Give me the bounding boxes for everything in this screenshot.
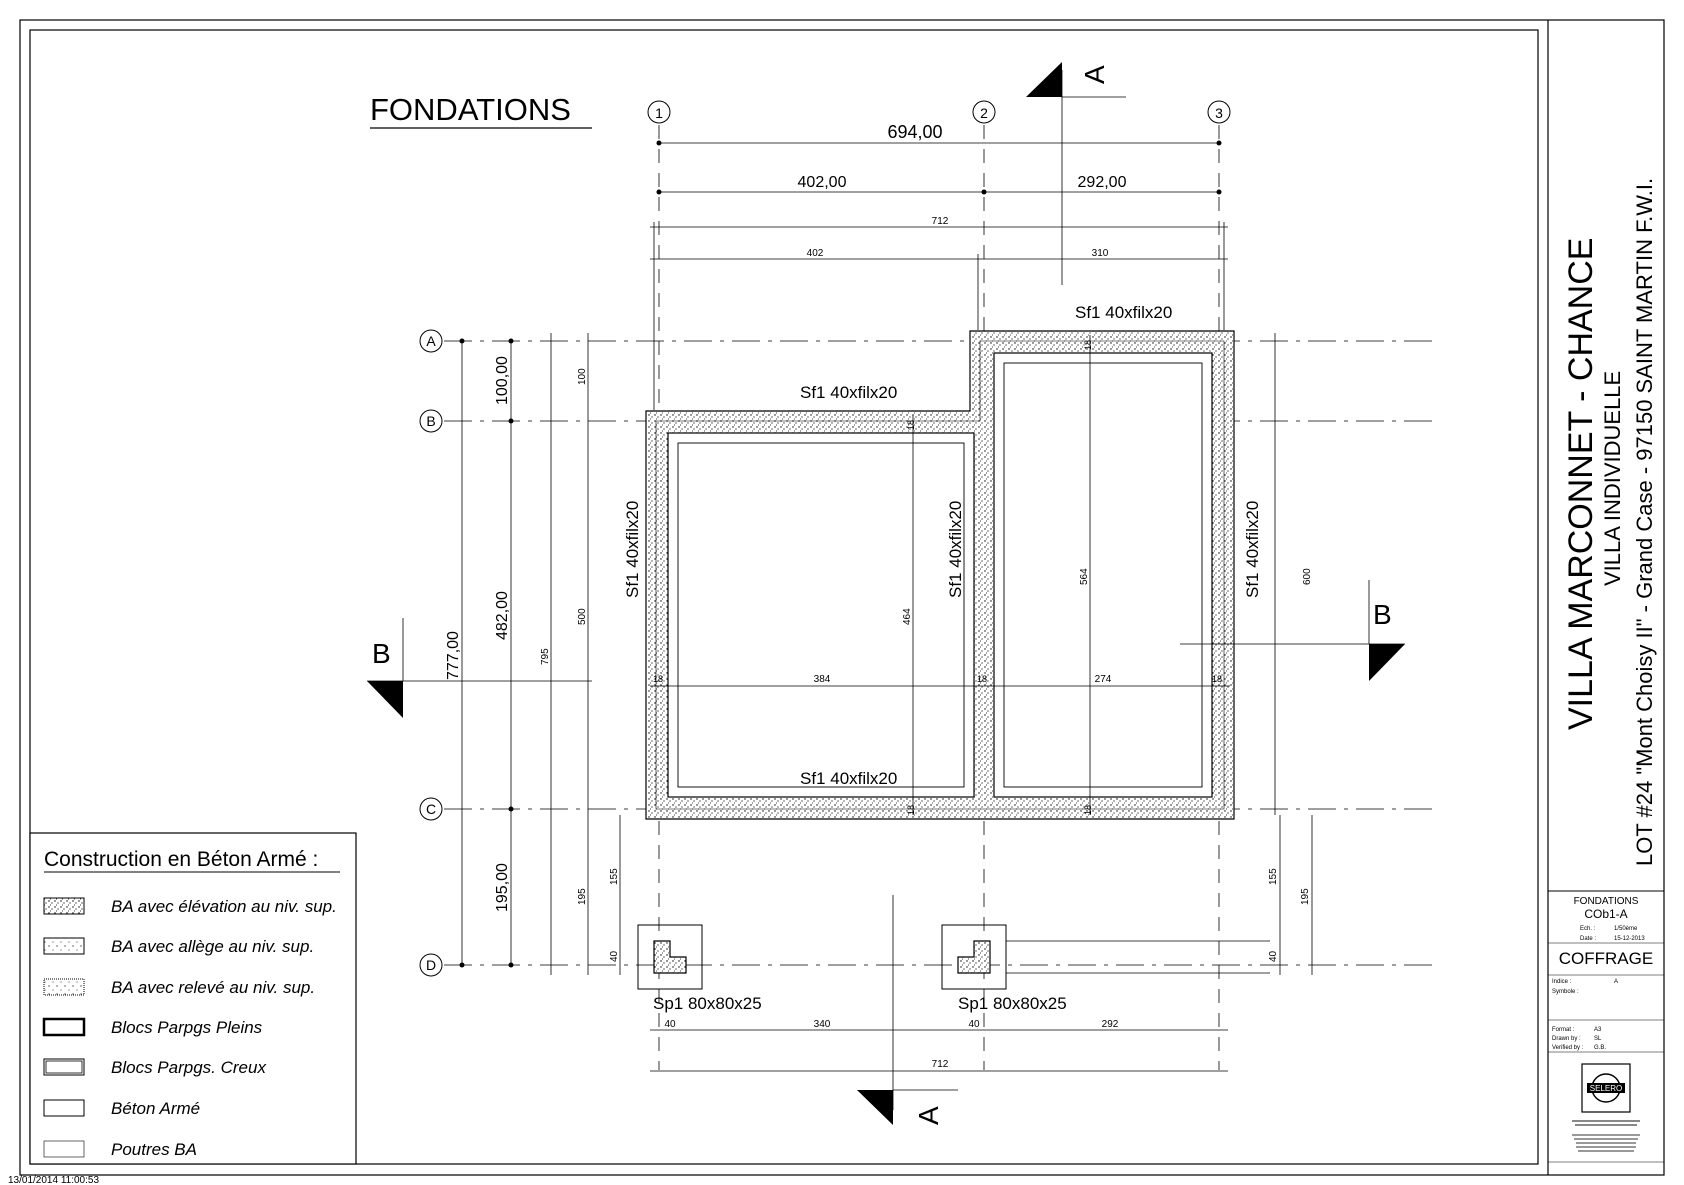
footing-label-bottom: Sf1 40xfilx20 — [800, 769, 897, 788]
format-label: Format : — [1552, 1027, 1575, 1033]
legend: Construction en Béton Armé : BA avec élé… — [29, 832, 357, 1165]
drawn-label: Drawn by : — [1552, 1036, 1581, 1042]
dim-h1: 464 — [902, 608, 913, 625]
dim-outer-100: 100 — [577, 368, 588, 385]
top-dimensions: 694,00 402,00 292,00 712 402 310 — [650, 122, 1228, 410]
dim-overall: 694,00 — [887, 122, 942, 142]
legend-item-6: Poutres BA — [111, 1140, 197, 1159]
left-dimensions: 777,00 100,00 482,00 195,00 795 100 500 … — [445, 333, 621, 975]
dim-right-155: 155 — [1268, 868, 1279, 885]
date-label: Date : — [1580, 936, 1596, 942]
legend-item-2: BA avec relevé au niv. sup. — [111, 978, 315, 997]
footing-label-center: Sf1 40xfilx20 — [946, 501, 965, 598]
axis-1: 1 — [655, 105, 663, 121]
project-address: LOT #24 "Mont Choisy II" - Grand Case - … — [1632, 178, 1657, 866]
dim-bottom-a: 40 — [664, 1019, 676, 1030]
dim-right-600: 600 — [1302, 568, 1313, 585]
dim-h2: 564 — [1079, 568, 1090, 585]
legend-item-4: Blocs Parpgs. Creux — [111, 1058, 266, 1077]
axis-3: 3 — [1215, 105, 1223, 121]
pad-label-1: Sp1 80x80x25 — [653, 994, 762, 1013]
axis-C: C — [426, 801, 436, 817]
legend-item-1: BA avec allège au niv. sup. — [111, 937, 314, 956]
pad-label-2: Sp1 80x80x25 — [958, 994, 1067, 1013]
symbol-label: Symbole : — [1552, 989, 1579, 995]
right-dimensions: 600 155 195 40 — [1268, 333, 1313, 975]
dim-ab: 100,00 — [494, 356, 511, 405]
drawing-title: FONDATIONS — [370, 92, 571, 127]
legend-item-0: BA avec élévation au niv. sup. — [111, 897, 337, 916]
sheet-code: COb1-A — [1584, 907, 1627, 921]
dim-t4: 18 — [906, 420, 916, 430]
print-timestamp: 13/01/2014 11:00:53 — [8, 1175, 99, 1185]
footing-walls — [645, 330, 1235, 820]
title-block: VILLA MARCONNET - CHANCE VILLA INDIVIDUE… — [1547, 20, 1664, 1175]
footing-pads — [637, 924, 1270, 990]
date-value: 15-12-2013 — [1614, 936, 1645, 942]
drawn-value: SL — [1594, 1036, 1602, 1042]
footing-label-right: Sf1 40xfilx20 — [1243, 501, 1262, 598]
bottom-dimensions: 40 340 40 292 712 — [650, 1019, 1228, 1072]
dim-w1: 384 — [814, 674, 831, 685]
project-type: VILLA INDIVIDUELLE — [1600, 371, 1625, 586]
dim-right-195: 195 — [1300, 888, 1311, 905]
dim-outer-left: 402 — [807, 248, 824, 259]
logo-text: SELERO — [1590, 1084, 1622, 1093]
dim-t5: 18 — [906, 805, 916, 815]
dim-bottom-d: 292 — [1102, 1019, 1119, 1030]
footing-label-mid: Sf1 40xfilx20 — [800, 383, 897, 402]
indice-value: A — [1614, 979, 1618, 985]
sheet-name: FONDATIONS — [1574, 896, 1639, 907]
dim-t1: 18 — [653, 674, 663, 684]
format-value: A3 — [1594, 1027, 1602, 1033]
dim-w2: 274 — [1095, 674, 1112, 685]
axis-A: A — [426, 333, 436, 349]
section-a-bottom: A — [913, 1106, 944, 1125]
column-axes: 1 2 3 — [647, 100, 1231, 1070]
dim-right-40: 40 — [1268, 950, 1279, 962]
dim-bottom-b: 340 — [814, 1019, 831, 1030]
dim-t7: 18 — [1083, 805, 1093, 815]
ech-label: Ech. : — [1580, 926, 1596, 932]
dim-total-left: 777,00 — [445, 631, 462, 680]
project-title: VILLA MARCONNET - CHANCE — [1562, 238, 1600, 730]
legend-title: Construction en Béton Armé : — [44, 848, 318, 871]
dim-outer-195: 195 — [577, 888, 588, 905]
dim-t3: 18 — [1212, 674, 1222, 684]
ech-value: 1/50ème — [1614, 926, 1638, 932]
section-a-top: A — [1079, 65, 1110, 84]
dim-outer-500: 500 — [577, 608, 588, 625]
legend-item-5: Béton Armé — [111, 1099, 200, 1118]
footing-label-top: Sf1 40xfilx20 — [1075, 303, 1172, 322]
axis-B: B — [426, 413, 435, 429]
dim-right: 292,00 — [1078, 174, 1127, 191]
dim-outer-795: 795 — [540, 648, 551, 665]
dim-bottom-total: 712 — [932, 1059, 949, 1070]
dim-outer-right: 310 — [1092, 248, 1109, 259]
axis-D: D — [426, 957, 436, 973]
dim-outer-40: 40 — [609, 950, 620, 962]
verified-value: G.B. — [1594, 1045, 1606, 1051]
indice-label: Indice : — [1552, 979, 1572, 985]
dim-outer: 712 — [932, 216, 949, 227]
section-b-left: B — [372, 638, 391, 669]
section-markers: A A B B — [367, 62, 1405, 1125]
inner-dimensions: 384 274 464 564 18 18 18 18 18 18 18 18 — [650, 335, 1230, 815]
dim-t2: 18 — [977, 674, 987, 684]
dim-bottom-c: 40 — [968, 1019, 980, 1030]
verified-label: Verified by : — [1552, 1045, 1584, 1051]
legend-item-3: Blocs Parpgs Pleins — [111, 1018, 263, 1037]
dim-cd: 195,00 — [494, 863, 511, 912]
inner-frame — [29, 29, 1539, 1165]
outer-frame — [19, 19, 1665, 1176]
dim-t6: 18 — [1083, 340, 1093, 350]
section-b-right: B — [1373, 599, 1392, 630]
category: COFFRAGE — [1559, 949, 1653, 968]
footing-label-left: Sf1 40xfilx20 — [623, 501, 642, 598]
dim-bc: 482,00 — [494, 591, 511, 640]
dim-outer-155: 155 — [609, 868, 620, 885]
axis-2: 2 — [980, 105, 988, 121]
dim-left: 402,00 — [798, 174, 847, 191]
